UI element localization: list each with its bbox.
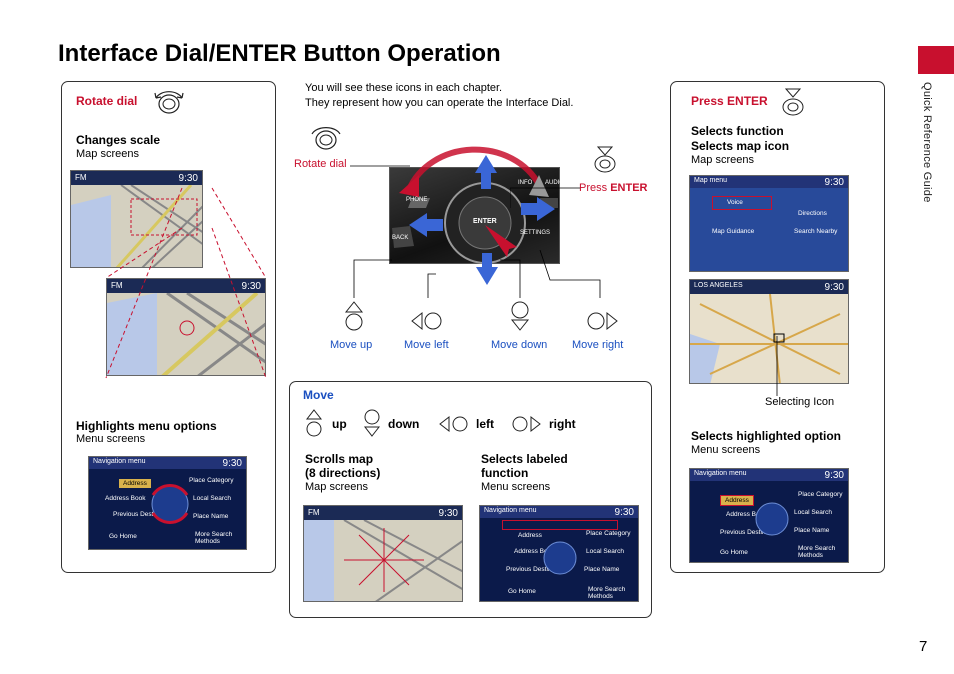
scrolls-map-title-2: (8 directions) — [305, 466, 381, 480]
map-screen-zoomed: FM 9:30 — [106, 278, 266, 376]
clock: 9:30 — [178, 173, 198, 184]
map-screen-small: FM 9:30 — [70, 170, 203, 268]
selects-labeled-title-2: function — [481, 466, 529, 480]
dial-enter-label: ENTER — [473, 218, 497, 225]
enter-word: ENTER — [610, 182, 648, 194]
selecting-icon-label: Selecting Icon — [765, 396, 835, 408]
side-label: Quick Reference Guide — [921, 82, 933, 203]
dial-phone-label: PHONE — [406, 197, 428, 203]
highlights-menu-sub: Menu screens — [76, 433, 146, 445]
map-menu-screen: Map menu 9:30 Voice Directions Search Ne… — [689, 175, 849, 272]
press-enter-heading: Press ENTER — [691, 94, 768, 108]
move-up-label: Move up — [330, 339, 373, 351]
dial-settings-label: SETTINGS — [520, 230, 551, 236]
dial-direction-arrows — [399, 146, 555, 285]
selects-map-icon-title: Selects map icon — [691, 139, 790, 153]
move-up-icon — [343, 300, 365, 332]
nav-menu-screen-right: Navigation menu 9:30 Address Place Categ… — [689, 468, 849, 563]
la-map-screen: LOS ANGELES 9:30 — [689, 279, 849, 384]
rotate-dial-panel: Rotate dial Changes scale Map screens FM… — [61, 81, 276, 573]
rotate-dial-icon — [152, 86, 186, 118]
section-tab — [918, 46, 954, 74]
move-down-icon — [509, 300, 531, 332]
page-title: Interface Dial/ENTER Button Operation — [58, 40, 501, 67]
selects-labeled-title-1: Selects labeled — [481, 452, 568, 466]
rotate-dial-icon-center — [308, 122, 344, 154]
dial-back-label: BACK — [392, 235, 409, 241]
intro-line-1: You will see these icons in each chapter… — [305, 82, 503, 94]
press-enter-icon-center — [592, 144, 618, 174]
nav-menu-screen-left: Navigation menu 9:30 Address Place Categ… — [88, 456, 247, 550]
rotate-dial-heading: Rotate dial — [76, 94, 138, 108]
move-pointer-lines — [353, 250, 601, 298]
dial-info-label: INFO — [518, 180, 533, 186]
changes-scale-title: Changes scale — [76, 133, 161, 147]
move-heading: Move — [303, 388, 334, 402]
dial-audio-label: AUDIO — [545, 180, 565, 186]
rotate-dial-label: Rotate dial — [294, 158, 347, 170]
selects-function-sub: Map screens — [691, 154, 754, 166]
move-down-label: Move down — [491, 339, 548, 351]
scroll-map-screen: FM 9:30 — [303, 505, 463, 602]
press-enter-icon — [779, 86, 807, 118]
rotate-pointer-line — [350, 165, 410, 167]
move-left-label: Move left — [404, 339, 449, 351]
move-panel: Move up down left right Scrolls map (8 d… — [289, 381, 652, 618]
selects-highlighted-sub: Menu screens — [691, 444, 761, 456]
selects-highlighted-title: Selects highlighted option — [691, 429, 841, 443]
down-label: down — [388, 417, 420, 431]
move-left-icon — [410, 310, 444, 332]
intro-line-2: They represent how you can operate the I… — [305, 97, 574, 109]
move-right-icon — [585, 310, 619, 332]
page-number: 7 — [919, 638, 928, 655]
up-icon-small — [304, 408, 324, 438]
scrolls-map-title-1: Scrolls map — [305, 452, 374, 466]
scrolls-map-sub: Map screens — [305, 481, 368, 493]
press-enter-label: Press ENTER — [579, 182, 647, 194]
press-word: Press — [579, 182, 608, 194]
move-right-label: Move right — [572, 339, 624, 351]
nav-menu-screen-move: Navigation menu 9:30 Address Place Categ… — [479, 505, 639, 602]
press-enter-panel: Press ENTER Selects function Selects map… — [670, 81, 885, 573]
down-icon-small — [362, 408, 382, 438]
highlights-menu-title: Highlights menu options — [76, 419, 217, 433]
left-label: left — [476, 417, 494, 431]
left-icon-small — [438, 414, 470, 434]
right-icon-small — [510, 414, 542, 434]
up-label: up — [332, 417, 347, 431]
right-label: right — [549, 417, 576, 431]
enter-pointer-line — [510, 187, 580, 208]
changes-scale-sub: Map screens — [76, 148, 139, 160]
selects-labeled-sub: Menu screens — [481, 481, 551, 493]
fm-label: FM — [75, 173, 87, 182]
selects-function-title: Selects function — [691, 124, 784, 138]
selecting-icon-pointer — [776, 336, 778, 396]
zoom-connector-lines — [105, 187, 267, 379]
